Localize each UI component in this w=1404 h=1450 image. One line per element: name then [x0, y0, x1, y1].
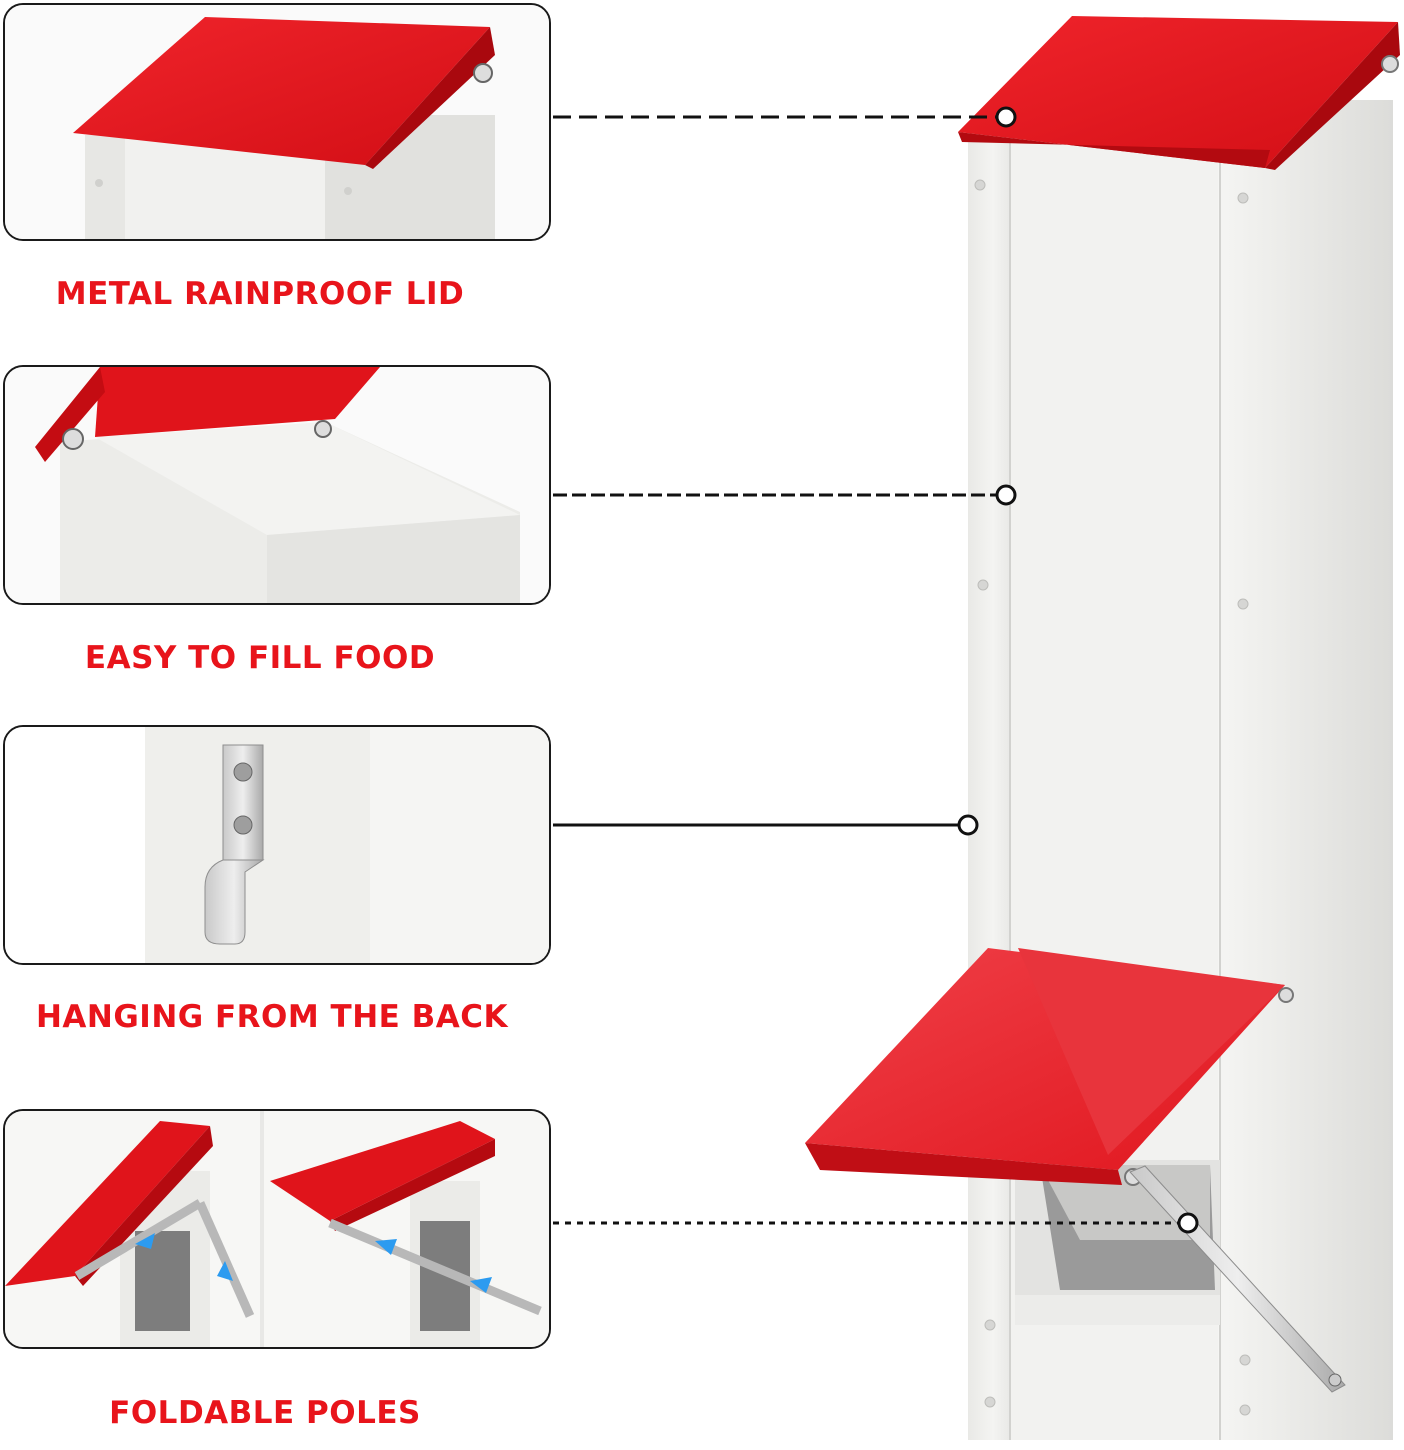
hanging-hook-icon	[204, 744, 265, 945]
callout-dot-icon	[995, 484, 1017, 506]
screw-icon	[1328, 1373, 1342, 1387]
caption-hanging: HANGING FROM THE BACK	[35, 999, 509, 1035]
arrow-icon	[470, 1277, 492, 1293]
callout-dot-icon	[957, 814, 979, 836]
arrow-icon	[217, 1261, 233, 1281]
panel-easy-fill	[3, 365, 551, 605]
callout-dot-icon	[995, 106, 1017, 128]
arrow-icon	[135, 1233, 155, 1249]
callout-dots	[957, 106, 1199, 1234]
screw-icon	[473, 63, 493, 83]
caption-foldable-poles: FOLDABLE POLES	[109, 1395, 421, 1431]
rivet-icon	[974, 179, 1251, 1416]
callout-dot-icon	[1177, 1212, 1199, 1234]
arrow-icon	[375, 1239, 397, 1255]
panel-rainproof-lid	[3, 3, 551, 241]
panel-foldable-poles	[3, 1109, 551, 1349]
panel-hanging	[3, 725, 551, 965]
rainproof-lid	[958, 16, 1400, 170]
screw-icon	[62, 428, 84, 450]
caption-easy-fill: EASY TO FILL FOOD	[84, 640, 436, 676]
callout-lines	[553, 115, 1178, 1225]
screw-icon	[314, 420, 332, 438]
front-flap	[805, 948, 1294, 1186]
feeder-body	[968, 100, 1393, 1440]
caption-rainproof-lid: METAL RAINPROOF LID	[55, 276, 465, 312]
screw-icon	[1381, 55, 1399, 73]
screw-icon	[1278, 987, 1294, 1003]
